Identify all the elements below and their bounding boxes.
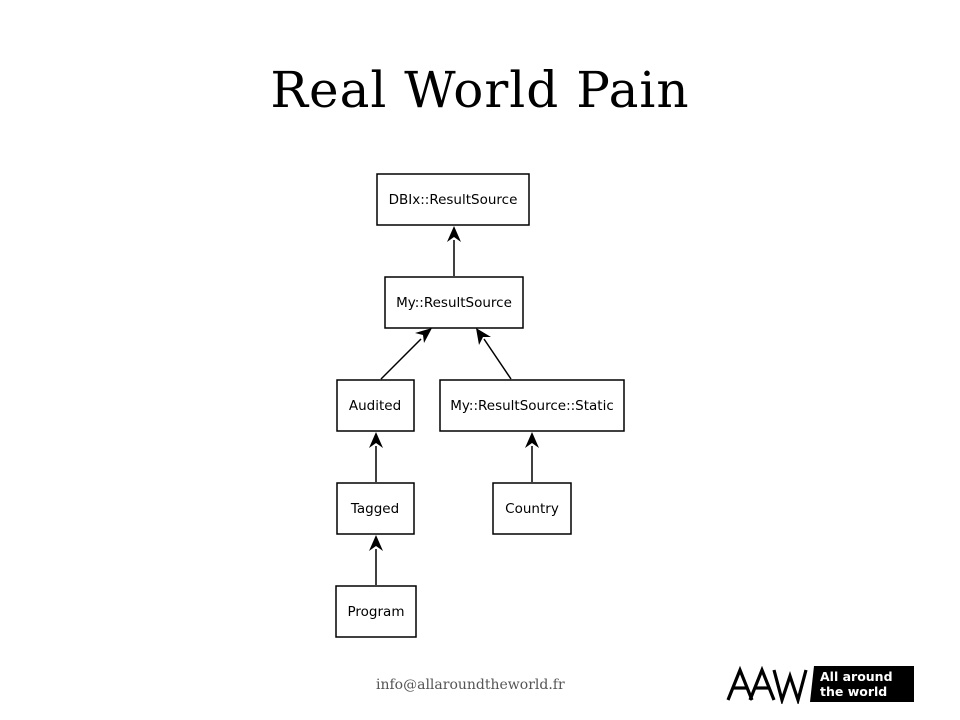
logo-text-line2: the world (820, 684, 887, 699)
aatw-logo: All around the world (726, 665, 914, 704)
node-country: Country (492, 482, 572, 535)
node-label: Country (505, 501, 559, 517)
edge-country-to-static (525, 432, 539, 482)
node-my-resultsource-static: My::ResultSource::Static (439, 379, 625, 432)
logo-text-line1: All around (820, 669, 893, 684)
node-label: Tagged (350, 501, 399, 517)
node-label: Program (348, 604, 405, 620)
node-label: Audited (349, 398, 401, 414)
node-label: My::ResultSource::Static (450, 398, 614, 414)
diagram-nodes: DBIx::ResultSource My::ResultSource Audi… (335, 173, 625, 638)
edge-audited-to-myrs (380, 328, 432, 380)
edge-myrs-to-dbix (447, 226, 461, 276)
aatw-logo-tag: All around the world (810, 666, 914, 702)
edge-tagged-to-audited (369, 432, 383, 482)
edge-program-to-tagged (369, 535, 383, 585)
node-label: DBIx::ResultSource (389, 192, 518, 208)
node-my-resultsource: My::ResultSource (384, 276, 524, 329)
node-label: My::ResultSource (396, 295, 512, 311)
node-audited: Audited (336, 379, 415, 432)
slide-title: Real World Pain (270, 61, 690, 119)
node-tagged: Tagged (336, 482, 415, 535)
node-program: Program (335, 585, 417, 638)
footer-email: info@allaroundtheworld.fr (376, 677, 565, 693)
node-dbix-resultsource: DBIx::ResultSource (376, 173, 530, 226)
diagram-edges (369, 226, 539, 585)
aatw-logo-mark (726, 665, 808, 704)
edge-static-to-myrs (476, 328, 512, 380)
